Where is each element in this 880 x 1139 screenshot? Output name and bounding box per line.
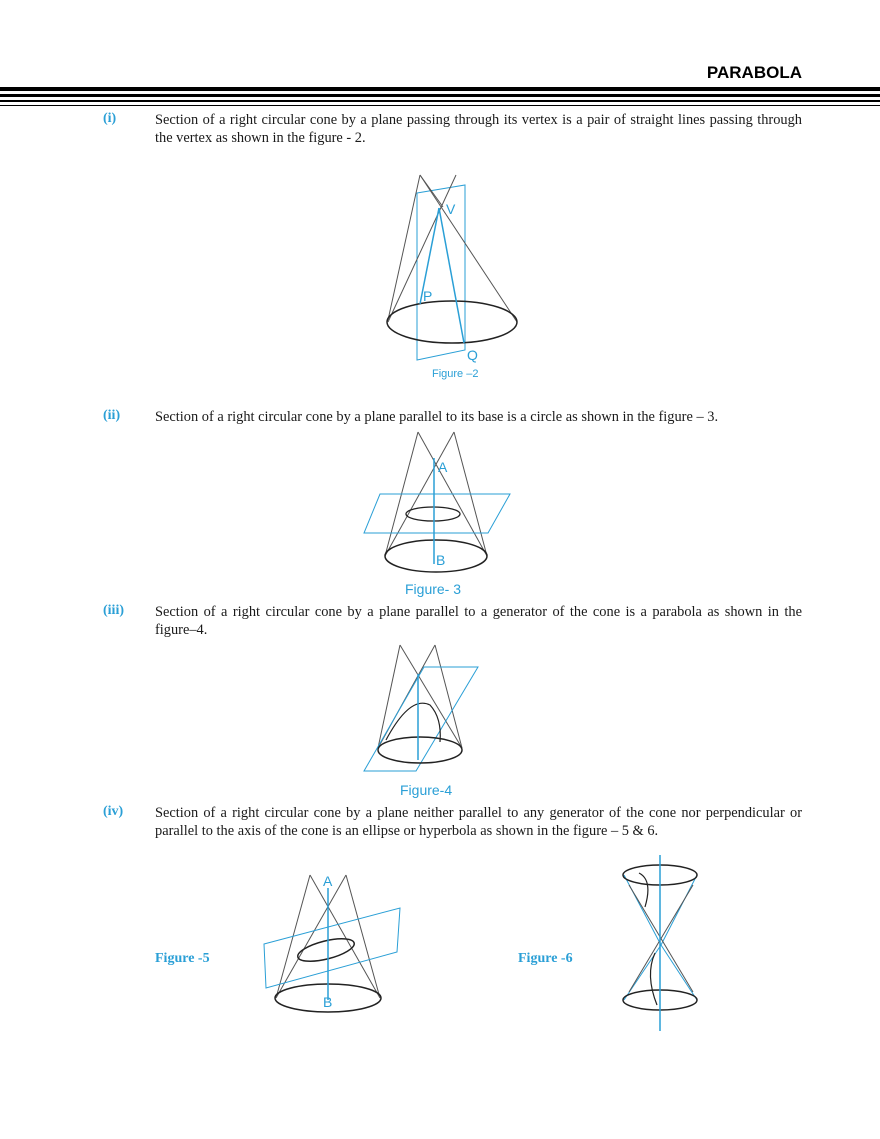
parabola-section [385,702,441,743]
cone-generator [628,884,694,993]
section-text: Section of a right circular cone by a pl… [155,409,719,425]
cone-generator [419,174,518,323]
section-text: Section of a right circular cone by a pl… [155,805,802,839]
circle-section [405,506,461,522]
section-label: (ii) [103,408,121,423]
cone-generator-upper [660,874,698,946]
cone-base [386,300,518,344]
point-label-a: A [438,459,448,475]
figure-caption: Figure- 3 [405,581,461,597]
cone-generator [419,174,444,208]
point-label-b: B [323,994,332,1010]
page-title: PARABOLA [706,63,802,82]
figure-caption: Figure-4 [400,782,452,798]
cone-generator [377,644,401,749]
cone-generator [345,874,381,999]
cone-generator [387,174,421,321]
point-label-b: B [436,552,445,568]
point-label-v: V [446,201,456,217]
point-label-a: A [323,873,333,889]
figure-caption: Figure -5 [155,951,210,966]
section-line-vq [438,207,465,344]
point-label-q: Q [467,347,478,363]
section-label: (i) [103,111,117,126]
section-plane [263,907,401,989]
header-rule [0,87,880,91]
section-plane [363,666,479,772]
section-line-vp [419,207,440,305]
cone-generator [309,874,381,999]
figure-3: A B Figure- 3 [363,431,511,597]
figure-6 [622,855,698,1031]
hyperbola-branch-lower [649,952,658,1006]
figure-4: Figure-4 [363,644,479,798]
cone-base [377,736,463,764]
header-rule [0,94,880,97]
figure-caption: Figure -6 [518,951,573,966]
cone-generator [399,644,463,749]
header-rule [0,105,880,106]
figure-2: V P Q Figure –2 [386,174,518,380]
section-text: Section of a right circular cone by a pl… [155,112,802,146]
section-plane [416,184,466,361]
figure-caption: Figure –2 [432,368,478,380]
section-text: Section of a right circular cone by a pl… [155,604,802,638]
cone-generator-lower [660,944,698,1001]
ellipse-section [297,938,355,962]
cone-generator [434,644,463,749]
cone-base [384,539,488,573]
point-label-p: P [423,288,432,304]
section-label: (iv) [103,804,124,819]
section-plane [363,493,511,534]
hyperbola-branch-upper [638,872,649,908]
section-label: (iii) [103,603,124,618]
figure-5: A B [263,873,401,1013]
header-rule [0,100,880,102]
cone-generator [275,874,347,999]
cone-generator [387,174,457,323]
